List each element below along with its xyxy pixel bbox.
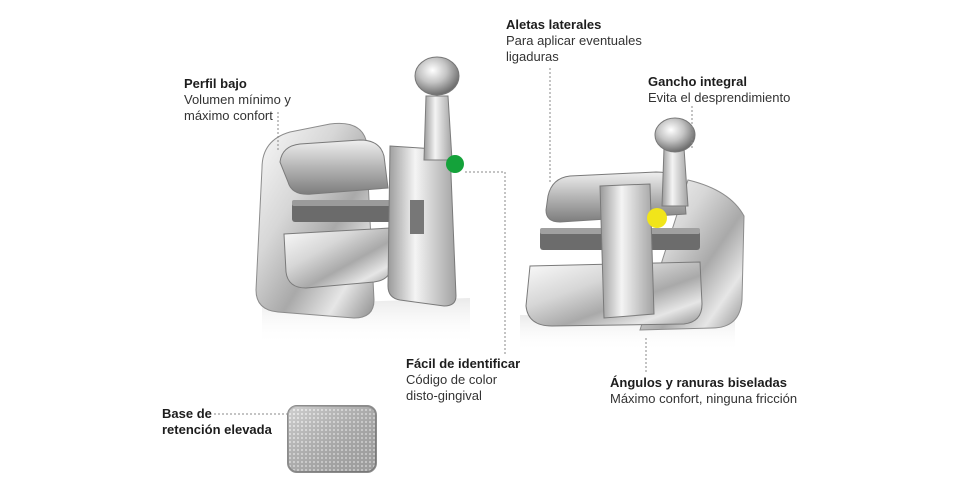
label-angulos-title: Ángulos y ranuras biseladas	[610, 375, 788, 390]
label-perfil-bajo: Perfil bajo Volumen mínimo y máximo conf…	[184, 76, 291, 124]
label-aletas-desc2: ligaduras	[506, 49, 559, 64]
label-base-title2: retención elevada	[162, 422, 272, 437]
label-facil-desc1: Código de color	[406, 372, 498, 387]
label-facil-identificar: Fácil de identificar Código de color dis…	[406, 356, 520, 404]
label-aletas-laterales: Aletas laterales Para aplicar eventuales…	[506, 17, 642, 65]
label-angulos-ranuras: Ángulos y ranuras biseladas Máximo confo…	[610, 375, 797, 407]
label-gancho-integral: Gancho integral Evita el desprendimiento	[648, 74, 790, 106]
leader-facil-identificar	[465, 171, 506, 356]
leader-lines	[214, 68, 693, 415]
label-facil-title: Fácil de identificar	[406, 356, 521, 371]
label-base-title1: Base de	[162, 406, 212, 421]
label-angulos-desc1: Máximo confort, ninguna fricción	[610, 391, 798, 406]
label-gancho-title: Gancho integral	[648, 74, 747, 89]
label-base-retencion: Base de retención elevada	[162, 406, 272, 438]
label-perfil-bajo-desc2: máximo confort	[184, 108, 273, 123]
label-gancho-desc1: Evita el desprendimiento	[648, 90, 791, 105]
bracket-left-icon	[255, 56, 470, 345]
label-aletas-desc1: Para aplicar eventuales	[506, 33, 642, 48]
label-perfil-bajo-desc1: Volumen mínimo y	[184, 92, 291, 107]
bracket-right-icon	[520, 117, 745, 352]
label-aletas-title: Aletas laterales	[506, 17, 602, 32]
label-perfil-bajo-title: Perfil bajo	[184, 76, 247, 91]
yellow-marker-icon	[647, 208, 667, 228]
label-facil-desc2: disto-gingival	[406, 388, 482, 403]
mesh-base-icon	[287, 405, 377, 473]
green-marker-icon	[446, 155, 464, 173]
